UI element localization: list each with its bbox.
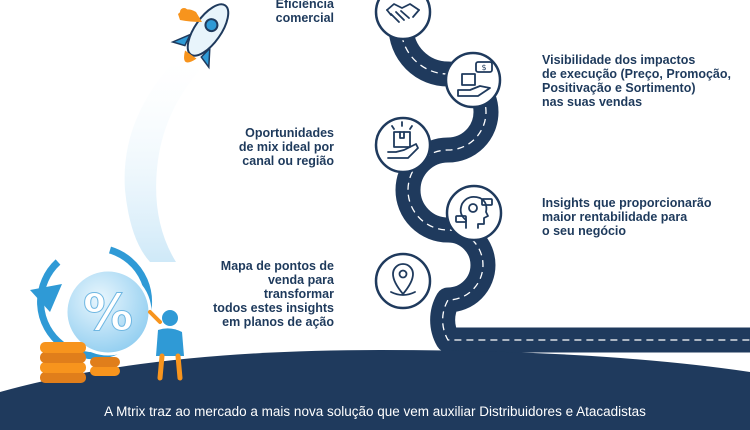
rocket-trail (124, 60, 200, 262)
step-label-visibilidade: Visibilidade dos impactos de execução (P… (542, 53, 731, 109)
handshake-icon (386, 3, 420, 23)
step-label-eficiencia: Eficiência comercial (275, 0, 334, 25)
step-label-insights: Insights que proporcionarão maior rentab… (542, 196, 712, 238)
footer-text: A Mtrix traz ao mercado a mais nova solu… (104, 404, 646, 419)
step-icon-box-in-hand (374, 116, 432, 174)
step-icon-head-insight (445, 184, 503, 242)
delivery-money-icon: $ (457, 61, 493, 97)
step-icon-handshake (374, 0, 432, 41)
person-on-rocket (178, 8, 202, 22)
step-label-oportunidades: Oportunidades de mix ideal por canal ou … (238, 126, 334, 168)
coin-stack-illustration (40, 342, 120, 383)
step-icon-delivery: $ (444, 51, 502, 109)
map-pin-icon (390, 263, 416, 296)
bottom-wave (0, 350, 750, 430)
svg-text:%: % (83, 284, 133, 342)
head-insight-icon (455, 195, 493, 229)
serpentine-road (388, 0, 750, 353)
person-with-wrench (148, 310, 184, 381)
step-label-mapa: Mapa de pontos de venda para transformar… (213, 259, 334, 329)
box-in-hand-icon (387, 121, 419, 159)
svg-text:$: $ (481, 63, 486, 72)
percent-badge-illustration: % (30, 246, 152, 360)
rocket-illustration (170, 3, 230, 70)
step-icon-map-pin (374, 252, 432, 310)
